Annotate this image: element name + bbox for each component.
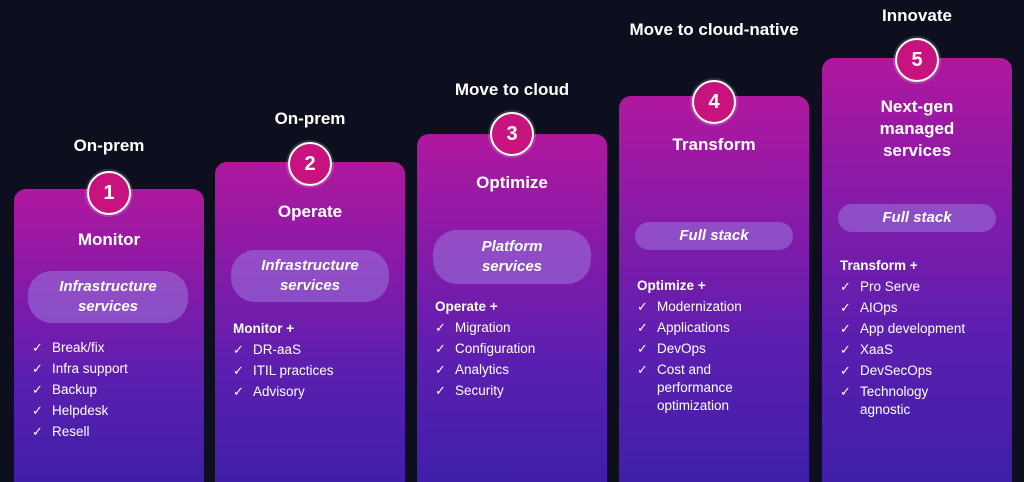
check-icon: ✓	[840, 384, 851, 399]
stage-list-5: Transform + ✓Pro Serve ✓AIOps ✓App devel…	[840, 255, 965, 420]
check-icon: ✓	[32, 424, 43, 439]
stage-card-2: 2 Operate Infrastructure services Monito…	[215, 142, 405, 482]
check-icon: ✓	[435, 383, 446, 398]
list-head: Optimize +	[637, 278, 706, 293]
list-item: ✓Modernization	[637, 296, 767, 317]
stage-card-5: 5 Next-gen managed services Full stack T…	[822, 38, 1012, 482]
stage-list-2: Monitor + ✓DR-aaS ✓ITIL practices ✓Advis…	[233, 318, 334, 402]
stage-pill-text-3: Platform services	[481, 238, 543, 275]
list-item: ✓Advisory	[233, 381, 334, 402]
list-item: ✓Break/fix	[32, 337, 128, 358]
phase-label-2: On-prem	[274, 109, 346, 128]
list-head: Operate +	[435, 299, 498, 314]
list-item: ✓ITIL practices	[233, 360, 334, 381]
stage-list-3: Operate + ✓Migration ✓Configuration ✓Ana…	[435, 296, 535, 401]
stage-pill-2: Infrastructure services	[231, 250, 389, 302]
phase-label-4: Move to cloud-native	[629, 20, 799, 39]
list-item: ✓Applications	[637, 317, 767, 338]
stage-title-5: Next-gen managed services	[879, 97, 955, 160]
step-badge-5: 5	[895, 38, 939, 82]
stage-pill-text-1: Infrastructure services	[59, 278, 157, 315]
check-icon: ✓	[840, 363, 851, 378]
stage-card-3: 3 Optimize Platform services Operate + ✓…	[417, 112, 607, 482]
list-item: ✓Pro Serve	[840, 276, 965, 297]
check-icon: ✓	[435, 341, 446, 356]
list-head: Monitor +	[233, 321, 295, 336]
phase-label-3: Move to cloud	[454, 80, 570, 99]
stage-pill-text-2: Infrastructure services	[261, 257, 359, 294]
stage-title-2: Operate	[277, 202, 343, 221]
list-item: ✓DevSecOps	[840, 360, 965, 381]
list-item: ✓Resell	[32, 421, 128, 442]
step-badge-2: 2	[288, 142, 332, 186]
check-icon: ✓	[637, 362, 648, 377]
stage-pill-text-5: Full stack	[882, 209, 952, 226]
stage-title-1: Monitor	[77, 230, 141, 249]
stage-title-3: Optimize	[476, 173, 548, 192]
phase-label-5: Innovate	[882, 6, 952, 25]
check-icon: ✓	[840, 279, 851, 294]
list-item: ✓AIOps	[840, 297, 965, 318]
stage-card-4: 4 Transform Full stack Optimize + ✓Moder…	[619, 80, 809, 482]
list-item: ✓Infra support	[32, 358, 128, 379]
check-icon: ✓	[32, 361, 43, 376]
check-icon: ✓	[435, 362, 446, 377]
check-icon: ✓	[32, 382, 43, 397]
stage-card-1: 1 Monitor Infrastructure services ✓Break…	[14, 171, 204, 482]
check-icon: ✓	[32, 403, 43, 418]
check-icon: ✓	[233, 363, 244, 378]
stage-pill-1: Infrastructure services	[28, 271, 188, 323]
list-item: ✓DevOps	[637, 338, 767, 359]
check-icon: ✓	[435, 320, 446, 335]
step-badge-1: 1	[87, 171, 131, 215]
list-item: ✓Configuration	[435, 338, 535, 359]
check-icon: ✓	[840, 300, 851, 315]
list-head: Transform +	[840, 258, 918, 273]
list-item: ✓Analytics	[435, 359, 535, 380]
check-icon: ✓	[840, 342, 851, 357]
check-icon: ✓	[32, 340, 43, 355]
phase-label-1: On-prem	[73, 136, 145, 155]
stage-pill-4: Full stack	[635, 222, 793, 250]
stage-pill-text-4: Full stack	[679, 227, 749, 244]
check-icon: ✓	[637, 299, 648, 314]
list-item: ✓XaaS	[840, 339, 965, 360]
list-item: ✓Cost and performance optimization	[637, 362, 733, 413]
check-icon: ✓	[233, 384, 244, 399]
check-icon: ✓	[233, 342, 244, 357]
list-item: ✓Security	[435, 380, 535, 401]
step-badge-3: 3	[490, 112, 534, 156]
list-item: ✓Helpdesk	[32, 400, 128, 421]
check-icon: ✓	[637, 320, 648, 335]
stage-pill-5: Full stack	[838, 204, 996, 232]
list-item: ✓DR-aaS	[233, 339, 334, 360]
check-icon: ✓	[840, 321, 851, 336]
stage-pill-3: Platform services	[433, 230, 591, 284]
list-item: ✓Backup	[32, 379, 128, 400]
check-icon: ✓	[637, 341, 648, 356]
list-item: ✓Technology agnostic	[840, 384, 929, 417]
list-item: ✓App development	[840, 318, 965, 339]
list-item: ✓Migration	[435, 317, 535, 338]
stage-title-4: Transform	[672, 135, 756, 154]
stage-list-1: ✓Break/fix ✓Infra support ✓Backup ✓Helpd…	[32, 337, 128, 442]
step-badge-4: 4	[692, 80, 736, 124]
stage-list-4: Optimize + ✓Modernization ✓Applications …	[637, 275, 767, 416]
